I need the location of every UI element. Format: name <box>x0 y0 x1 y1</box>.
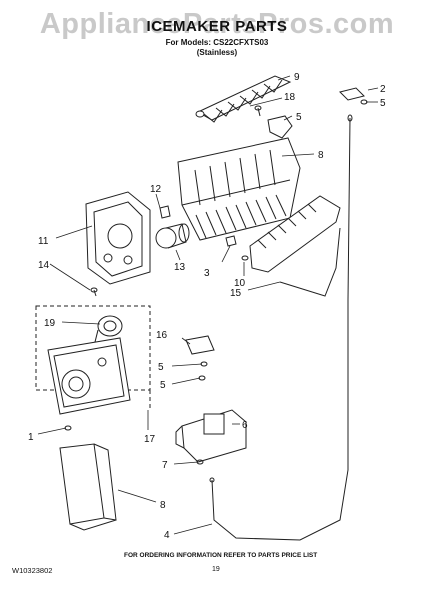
callout-5-mid-lower: 5 <box>160 380 166 391</box>
insulation-pad-part <box>59 443 117 531</box>
callout-4: 4 <box>164 530 170 541</box>
page-number: 19 <box>212 566 220 573</box>
callout-12: 10 <box>234 278 246 289</box>
callout-labels: 9 18 5 8 12 11 13 14 3 10 15 19 16 5 5 1… <box>28 72 386 541</box>
clip-2-part <box>339 87 365 101</box>
diagram-title: ICEMAKER PARTS <box>146 18 288 35</box>
callout-9: 7 <box>162 460 168 471</box>
watermark: AppliancePartsPros.com <box>39 8 395 40</box>
fastener-3 <box>225 235 237 247</box>
water-tube-part <box>209 114 353 541</box>
callout-3: 3 <box>204 268 210 279</box>
module-assembly-outline <box>35 305 151 410</box>
callout-1: 1 <box>28 432 34 443</box>
callout-6: 6 <box>242 420 248 431</box>
callout-13: 11 <box>38 236 49 247</box>
ordering-note: FOR ORDERING INFORMATION REFER TO PARTS … <box>124 552 318 559</box>
ejector-comb-part <box>195 75 292 123</box>
callout-17: 15 <box>230 288 242 299</box>
water-valve-part <box>175 409 247 463</box>
models-line: For Models: CS22CFXTS03 <box>165 38 269 47</box>
clamp-18-part <box>185 335 215 355</box>
screw-20 <box>254 105 262 117</box>
document-number: W10323802 <box>12 566 53 575</box>
clip-14 <box>159 205 171 219</box>
fastener-12 <box>241 255 249 261</box>
callout-18: 16 <box>156 330 168 341</box>
control-module-part <box>47 337 131 415</box>
callout-2: 2 <box>380 84 386 95</box>
screw-16 <box>90 287 98 297</box>
ice-mold-part <box>177 137 301 241</box>
callout-16: 14 <box>38 260 50 271</box>
motor-15-part <box>155 223 190 249</box>
callout-15: 13 <box>174 262 186 273</box>
callout-eight: 8 <box>160 500 166 511</box>
callout-19: 17 <box>144 434 156 445</box>
callout-5-mid-upper: 5 <box>158 362 164 373</box>
fill-cup-part <box>249 195 341 297</box>
callout-14: 12 <box>150 184 162 195</box>
variant-line: (Stainless) <box>196 48 238 57</box>
callout-21: 19 <box>44 318 56 329</box>
thermostat-21-part <box>93 315 123 347</box>
callout-5-top-label: 5 <box>380 98 386 109</box>
bracket-7-part <box>267 115 293 139</box>
callout-20: 18 <box>284 92 296 103</box>
callout-10: 8 <box>318 150 324 161</box>
leader-lines <box>37 75 379 535</box>
callout-7: 5 <box>296 112 302 123</box>
motor-housing-part <box>85 191 151 285</box>
callout-11: 9 <box>294 72 300 83</box>
